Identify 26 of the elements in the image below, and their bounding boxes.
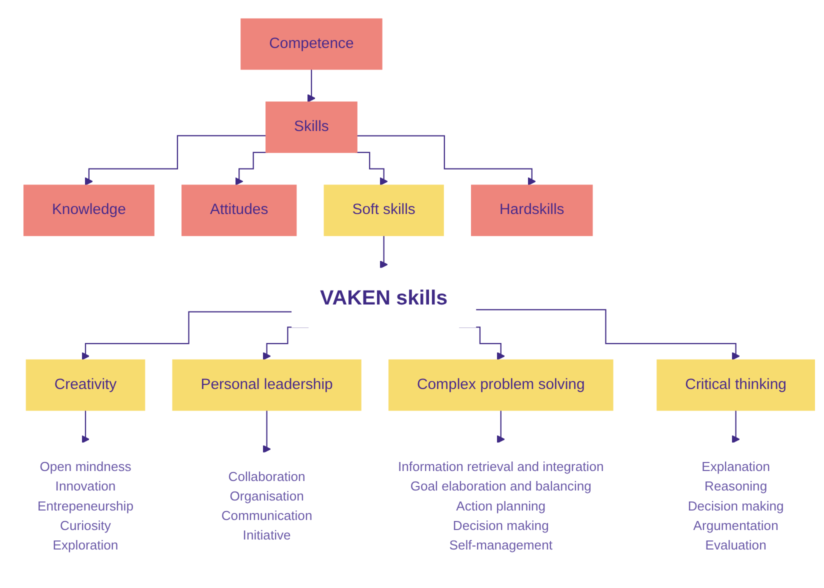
node-text: Explanation Reasoning Decision making Argumentation Evaluation: [688, 458, 784, 552]
node-box: Knowledge: [23, 184, 154, 236]
arrow: [732, 410, 740, 444]
arrow: [356, 135, 536, 186]
node-text: Information retrieval and integration Goal elaboration and balancing Action planning Decision making Self-management: [398, 458, 604, 552]
arrow: [307, 68, 316, 102]
arrow: [476, 309, 740, 360]
node-text: Collaboration Organisation Communication Initiative: [221, 468, 312, 543]
arrow: [496, 410, 505, 444]
arrow: [81, 311, 292, 360]
node-box: Critical thinking: [656, 359, 815, 411]
arrow: [81, 410, 90, 444]
arrow: [234, 152, 268, 186]
arrow: [380, 235, 388, 269]
node-box: Personal leadership: [172, 359, 362, 411]
node-box: Complex problem solving: [388, 359, 614, 411]
node-box: Hardskills: [471, 184, 593, 236]
node-box: Attitudes: [182, 184, 297, 236]
node-text: Open mindness Innovation Entrepeneurship Curiosity Exploration: [38, 458, 134, 552]
node-box: Skills: [266, 102, 358, 153]
arrow: [355, 152, 388, 186]
arrow: [262, 410, 271, 454]
node-box: Competence: [240, 18, 382, 70]
arrow: [84, 135, 266, 186]
node-box: Creativity: [26, 359, 146, 411]
node-box: Soft skills: [324, 184, 444, 236]
